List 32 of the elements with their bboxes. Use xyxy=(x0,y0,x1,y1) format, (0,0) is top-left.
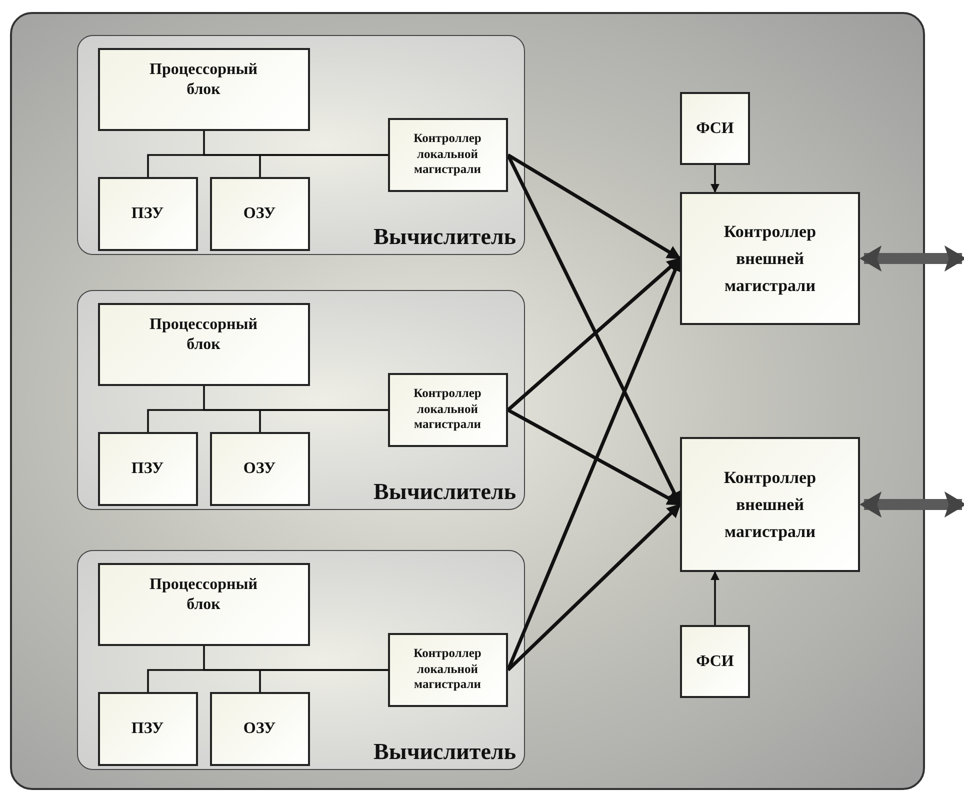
external-bus-controller: Контроллер внешней магистрали xyxy=(680,192,860,325)
double-arrow xyxy=(860,494,964,516)
memory-block: ОЗУ xyxy=(210,432,310,506)
panel-heading: Вычислитель xyxy=(374,224,516,250)
arrow xyxy=(506,503,682,672)
memory-block: ПЗУ xyxy=(98,432,198,506)
fsi-block: ФСИ xyxy=(680,92,750,165)
bus-line xyxy=(259,669,388,692)
memory-block: ОЗУ xyxy=(210,176,310,250)
processor-block: Процессорный блок xyxy=(98,562,310,646)
local-bus-controller: Контроллер локальной магистрали xyxy=(388,632,508,706)
processor-block: Процессорный блок xyxy=(98,302,310,386)
processor-block: Процессорный блок xyxy=(98,48,310,130)
local-bus-controller: Контроллер локальной магистрали xyxy=(388,372,508,446)
bus-line xyxy=(259,154,388,177)
double-arrow xyxy=(860,248,964,270)
external-bus-controller: Контроллер внешней магистрали xyxy=(680,437,860,572)
arrow xyxy=(710,571,720,625)
local-bus-controller: Контроллер локальной магистрали xyxy=(388,118,508,192)
memory-block: ОЗУ xyxy=(210,692,310,766)
panel-heading: Вычислитель xyxy=(374,739,516,765)
computer-panel xyxy=(77,35,525,255)
computer-panel xyxy=(77,550,525,770)
fsi-block: ФСИ xyxy=(680,625,750,698)
arrow xyxy=(710,165,720,193)
computer-panel xyxy=(77,290,525,510)
panel-heading: Вычислитель xyxy=(374,479,516,505)
system-frame xyxy=(10,12,925,790)
memory-block: ПЗУ xyxy=(98,692,198,766)
memory-block: ПЗУ xyxy=(98,176,198,250)
bus-line xyxy=(259,409,388,432)
arrow xyxy=(507,154,682,260)
